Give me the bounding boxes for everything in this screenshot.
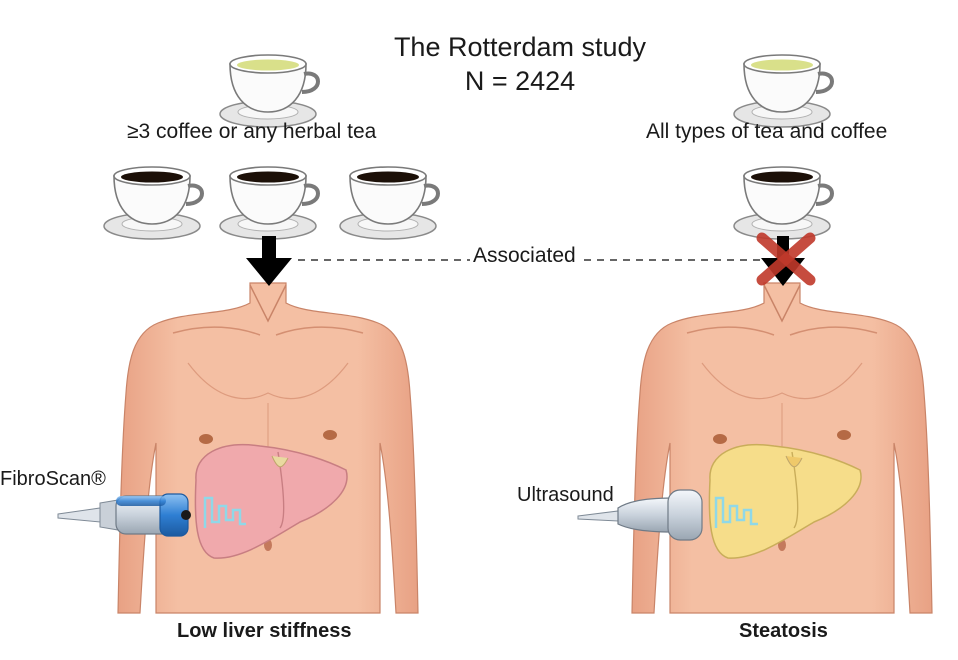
coffee-cup-icon — [218, 165, 320, 241]
coffee-cup-icon — [338, 165, 440, 241]
left-outcome-label: Low liver stiffness — [177, 620, 352, 642]
right-condition-label: All types of tea and coffee — [646, 120, 888, 143]
down-arrow-icon — [246, 236, 292, 286]
fibroscan-probe-icon — [57, 493, 191, 537]
cross-icon — [756, 232, 816, 286]
fibroscan-label: FibroScan® — [0, 468, 106, 490]
ultrasound-label: Ultrasound — [517, 484, 614, 506]
liver-right — [708, 444, 862, 559]
liver-left — [194, 444, 348, 559]
wave-icon — [714, 496, 758, 528]
right-outcome-label: Steatosis — [739, 620, 828, 642]
coffee-cup-icon — [732, 165, 834, 241]
diagram-subtitle: N = 2424 — [464, 66, 576, 96]
wave-icon — [203, 496, 246, 528]
coffee-cup-icon — [102, 165, 204, 241]
left-condition-label: ≥3 coffee or any herbal tea — [127, 120, 377, 143]
ultrasound-probe-icon — [577, 489, 703, 541]
association-label: Associated — [470, 244, 579, 268]
diagram-title: The Rotterdam study — [393, 32, 647, 62]
